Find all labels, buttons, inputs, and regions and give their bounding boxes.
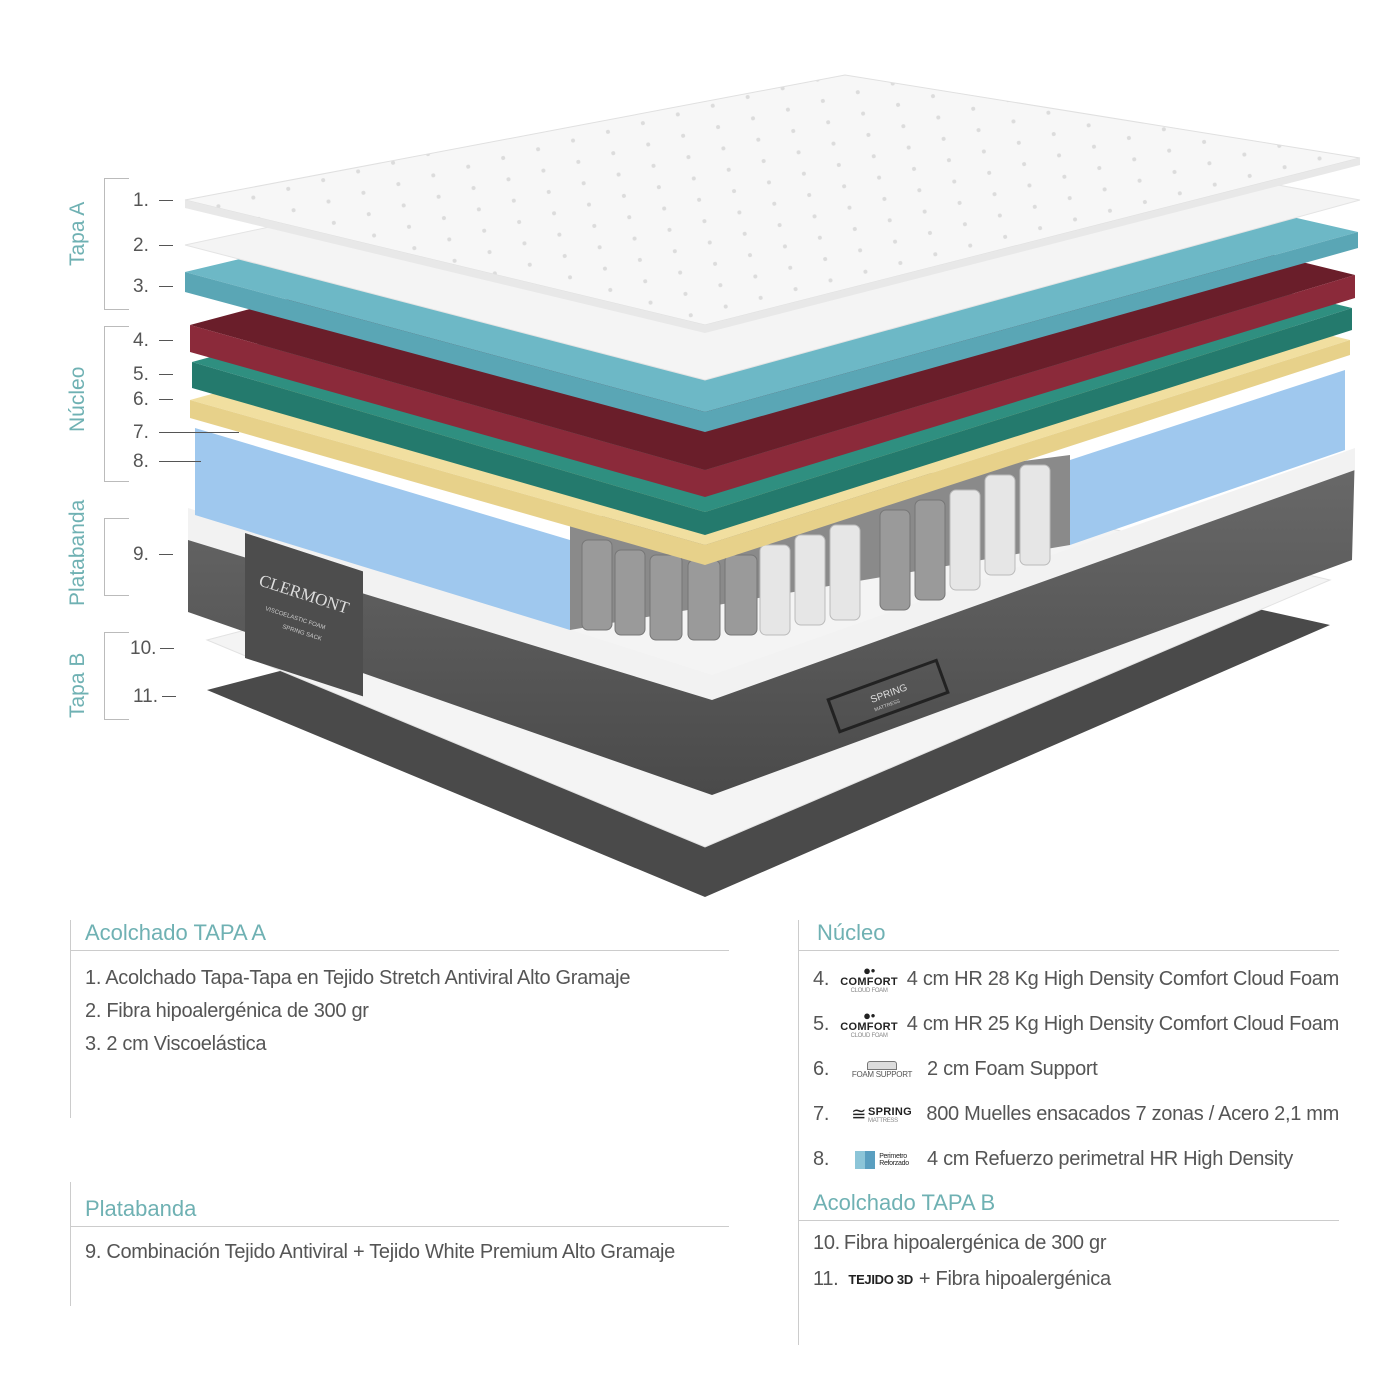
layer-number-7: 7. [133,422,239,444]
spec-item: 1. Acolchado Tapa-Tapa en Tejido Stretch… [85,967,631,989]
section-tapa-a: Acolchado TAPA A 1. Acolchado Tapa-Tapa … [70,920,729,1118]
section-tapa-b: Acolchado TAPA B 10.Fibra hipoalergénica… [798,1190,1339,1345]
layer-number-8: 8. [133,451,201,473]
group-label-platabanda: Platabanda [66,499,89,606]
bracket-tapa-b [104,632,129,720]
layer-8-perimeter-right [1070,370,1345,545]
layer-9-platabanda [188,450,1355,795]
group-label-nucleo: Núcleo [66,366,89,432]
mattress-exploded-diagram: CLERMONT VISCOELASTIC FOAM SPRING SACK S… [184,74,1361,897]
foam-support-logo-icon: FOAM SUPPORT [843,1060,921,1079]
tejido-3d-logo-icon: TEJIDO 3D [848,1271,913,1287]
spec-item: 10.Fibra hipoalergénica de 300 gr [813,1231,1107,1254]
layer-number-9: 9. [133,544,173,566]
spec-item: 2. Fibra hipoalergénica de 300 gr [85,1000,369,1022]
bracket-tapa-a [104,178,129,310]
layer-number-5: 5. [133,364,173,386]
layer-number-2: 2. [133,235,173,257]
layer-number-10: 10. [130,638,175,660]
layer-8-perimeter-left [195,428,570,630]
bracket-nucleo [104,326,129,482]
section-platabanda: Platabanda 9. Combinación Tejido Antivir… [70,1182,729,1306]
layer-number-3: 3. [133,276,173,298]
spec-item: 3. 2 cm Viscoelástica [85,1033,267,1055]
layer-7-pocket-springs [570,455,1070,641]
layer-number-11: 11. [133,686,177,708]
section-title: Platabanda [71,1182,729,1227]
layer-number-6: 6. [133,389,173,411]
section-title: Acolchado TAPA A [71,920,729,951]
group-label-tapa-b: Tapa B [66,652,89,718]
layer-number-1: 1. [133,190,173,212]
section-title: Acolchado TAPA B [799,1190,1339,1221]
section-title: Núcleo [799,920,1339,951]
spec-item: 11. TEJIDO 3D + Fibra hipoalergénica [813,1267,1111,1290]
layer-number-4: 4. [133,330,173,352]
group-label-tapa-a: Tapa A [66,201,89,266]
brand-label-patch [245,533,363,697]
spec-item: 6. FOAM SUPPORT 2 cm Foam Support [813,1058,1098,1080]
spec-item: 9. Combinación Tejido Antiviral + Tejido… [85,1241,675,1263]
bracket-platabanda [104,518,129,596]
